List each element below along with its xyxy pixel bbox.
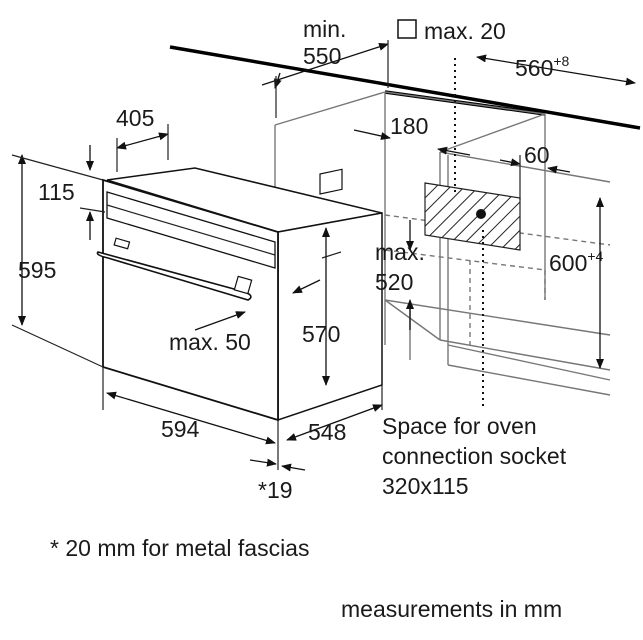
label-570: 570 xyxy=(302,321,340,347)
label-550: 550 xyxy=(303,43,341,69)
label-max520-max: max. xyxy=(375,239,425,265)
label-180: 180 xyxy=(390,113,428,139)
label-max20: max. 20 xyxy=(424,18,506,44)
label-max50: max. 50 xyxy=(169,329,251,355)
label-600: 600+4 xyxy=(549,248,604,276)
socket-area xyxy=(424,58,521,410)
label-560: 560+8 xyxy=(515,53,570,81)
cabinet-niche xyxy=(274,91,611,420)
note-units: measurements in mm xyxy=(341,596,562,622)
socket-line-2: connection socket xyxy=(382,443,567,469)
label-405: 405 xyxy=(116,105,154,131)
label-19: *19 xyxy=(258,477,293,503)
oven xyxy=(96,167,383,422)
socket-line-3: 320x115 xyxy=(382,473,469,499)
note-metal-fascias: * 20 mm for metal fascias xyxy=(50,535,309,561)
label-115: 115 xyxy=(38,179,75,205)
dimension-lines xyxy=(11,40,636,472)
label-594: 594 xyxy=(161,416,200,442)
square-icon xyxy=(397,19,417,39)
label-min: min. xyxy=(303,16,346,42)
label-548: 548 xyxy=(308,419,346,445)
label-60: 60 xyxy=(524,142,550,168)
socket-line-1: Space for oven xyxy=(382,413,537,439)
label-595: 595 xyxy=(18,257,56,283)
label-max520-value: 520 xyxy=(375,269,413,295)
socket-icon xyxy=(476,209,486,219)
